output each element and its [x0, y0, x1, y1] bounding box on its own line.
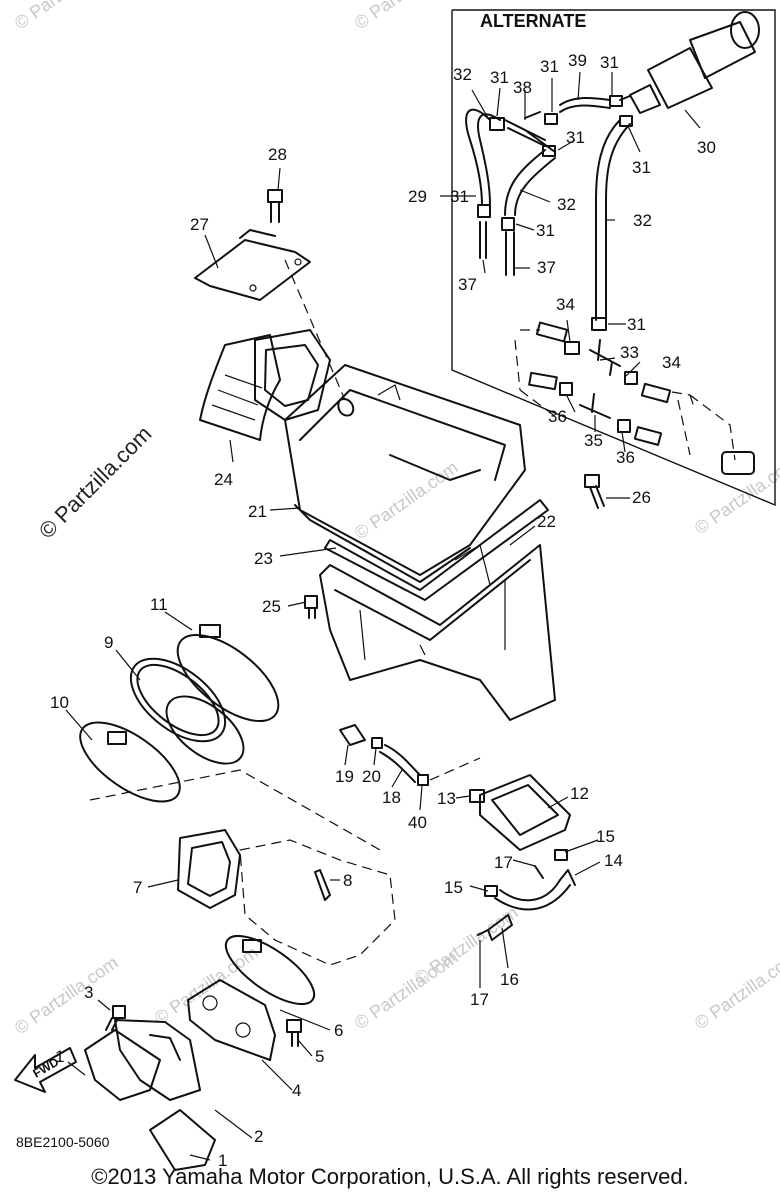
callout-9: 9 [104, 633, 113, 652]
part-23-gasket [324, 499, 549, 601]
callout-18: 18 [382, 788, 401, 807]
part-26-bolt [584, 474, 605, 509]
callout-31e: 31 [632, 158, 651, 177]
callout-1a: 1 [55, 1047, 64, 1066]
callout-28: 28 [268, 145, 287, 164]
callout-15b: 15 [444, 878, 463, 897]
callout-8: 8 [343, 871, 352, 890]
callout-24: 24 [214, 470, 233, 489]
callout-35: 35 [584, 431, 603, 450]
watermark-large: © Partzilla.com [34, 421, 157, 544]
callout-31h: 31 [627, 315, 646, 334]
part-3-bolt [105, 1005, 126, 1031]
callout-32a: 32 [453, 65, 472, 84]
callout-32c: 32 [633, 211, 652, 230]
alternate-box: ALTERNATE [451, 9, 776, 507]
callout-39: 39 [568, 51, 587, 70]
part-1-gasket [84, 1029, 216, 1171]
callout-14: 14 [604, 851, 623, 870]
callout-numbers: 28 27 24 21 23 22 25 26 11 9 10 7 8 3 6 … [50, 51, 716, 1170]
callout-34a: 34 [556, 295, 575, 314]
callout-38: 38 [513, 78, 532, 97]
callout-3: 3 [84, 983, 93, 1002]
part-16-filter [477, 914, 513, 941]
watermark: © Partzilla.com [351, 0, 462, 33]
part-21-airbox-cover [284, 364, 526, 583]
watermark: © Partzilla.com [351, 457, 462, 543]
callout-5: 5 [315, 1047, 324, 1066]
callout-36a: 36 [548, 407, 567, 426]
part-28-bolt [267, 189, 346, 401]
watermark: © Partzilla.com [691, 947, 780, 1033]
callout-6: 6 [334, 1021, 343, 1040]
watermarks: © Partzilla.com © Partzilla.com © Partzi… [11, 0, 780, 1038]
callout-30: 30 [697, 138, 716, 157]
callout-37b: 37 [537, 258, 556, 277]
watermark: © Partzilla.com [11, 952, 122, 1038]
part-5-bolt [286, 1019, 302, 1047]
part-9-boot [129, 657, 245, 765]
callout-37a: 37 [458, 275, 477, 294]
callout-7: 7 [133, 878, 142, 897]
copyright-footer: ©2013 Yamaha Motor Corporation, U.S.A. A… [91, 1164, 689, 1189]
callout-21: 21 [248, 502, 267, 521]
callout-10: 10 [50, 693, 69, 712]
callout-31b: 31 [540, 57, 559, 76]
callout-27: 27 [190, 215, 209, 234]
watermark: © Partzilla.com [11, 0, 122, 33]
ref-line [89, 769, 381, 851]
part-8-pin [239, 839, 396, 966]
part-12-fuel-pump [469, 774, 571, 851]
watermark: © Partzilla.com [151, 942, 262, 1028]
callout-31d: 31 [566, 128, 585, 147]
leader-lines [65, 71, 701, 1161]
callout-2: 2 [254, 1127, 263, 1146]
callout-31a: 31 [490, 68, 509, 87]
part-22-airbox [319, 544, 556, 721]
watermark: © Partzilla.com [691, 452, 780, 538]
callout-11: 11 [150, 595, 168, 614]
part-10-clamp [79, 721, 181, 803]
part-19-20-fitting [339, 724, 481, 786]
callout-26: 26 [632, 488, 651, 507]
part-6-clamp [224, 934, 316, 1006]
callout-13: 13 [437, 789, 456, 808]
callout-31g: 31 [536, 221, 555, 240]
part-2-intake [114, 1019, 201, 1101]
callout-32b: 32 [557, 195, 576, 214]
callout-25: 25 [262, 597, 281, 616]
callout-1b: 1 [218, 1151, 227, 1170]
callout-17a: 17 [494, 853, 513, 872]
fwd-arrow-icon: FWD [14, 1047, 77, 1093]
part-27-bracket [194, 229, 311, 301]
part-30-fuel-filter [619, 11, 760, 114]
callout-29: 29 [408, 187, 427, 206]
callout-4: 4 [292, 1081, 301, 1100]
callout-20: 20 [362, 767, 381, 786]
callout-31c: 31 [600, 53, 619, 72]
callout-19: 19 [335, 767, 354, 786]
part-7-gasket [177, 829, 241, 909]
diagram-code: 8BE2100-5060 [16, 1134, 110, 1150]
part-14-hose [484, 849, 576, 911]
callout-15a: 15 [596, 827, 615, 846]
callout-12: 12 [570, 784, 589, 803]
callout-31f: 31 [450, 187, 469, 206]
callout-40: 40 [408, 813, 427, 832]
callout-17b: 17 [470, 990, 489, 1009]
callout-22: 22 [537, 512, 556, 531]
callout-23: 23 [254, 549, 273, 568]
alternate-title: ALTERNATE [480, 11, 586, 31]
callout-33: 33 [620, 343, 639, 362]
callout-16: 16 [500, 970, 519, 989]
part-4-manifold [187, 979, 276, 1061]
callout-36b: 36 [616, 448, 635, 467]
callout-34b: 34 [662, 353, 681, 372]
part-25-bolt [304, 595, 318, 619]
part-24-intake-duct [199, 329, 331, 441]
